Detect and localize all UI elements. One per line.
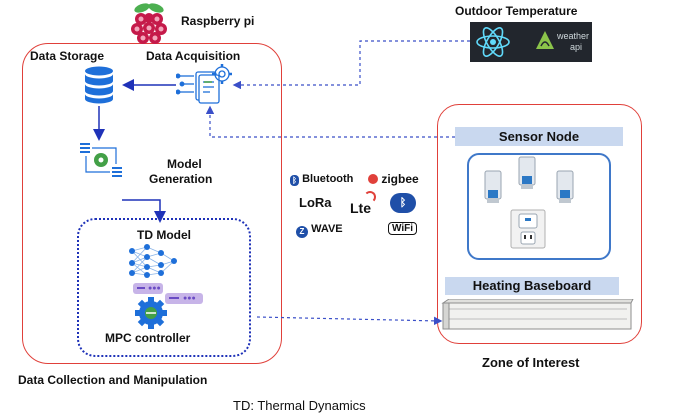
mpc-to-heating-dashed xyxy=(256,316,443,326)
zigbee-logo: zigbee xyxy=(368,172,419,186)
raspberry-pi-label: Raspberry pi xyxy=(181,14,255,28)
zone-of-interest-label: Zone of Interest xyxy=(482,355,580,370)
bluetooth-badge-icon: ᛒ xyxy=(290,175,299,186)
data-acquisition-icon xyxy=(176,64,232,104)
react-icon xyxy=(476,27,510,57)
neural-network-icon xyxy=(129,244,177,278)
model-label-line2: Generation xyxy=(149,172,213,186)
weather-to-acq-dashed xyxy=(232,40,470,90)
sensor-device-left xyxy=(484,170,502,203)
data-collection-label: Data Collection and Manipulation xyxy=(18,373,208,387)
bluetooth-logo: ᛒ Bluetooth xyxy=(290,173,353,186)
footnote-td-label: TD: Thermal Dynamics xyxy=(233,398,366,413)
mpc-gear-icon xyxy=(135,297,167,329)
zwave-icon: Z xyxy=(296,226,308,238)
database-icon xyxy=(85,66,113,104)
lora-logo: LoRa xyxy=(299,195,332,210)
model-to-td-arrow xyxy=(122,199,166,223)
dot-chip-2: ●●● xyxy=(165,293,203,304)
zwave-text: WAVE xyxy=(311,223,343,235)
sensor-node-label: Sensor Node xyxy=(455,127,623,146)
data-storage-label: Data Storage xyxy=(30,49,105,63)
zigbee-text: zigbee xyxy=(381,172,419,186)
bluetooth-round-icon: ᛒ xyxy=(390,193,416,213)
sensor-device-right xyxy=(556,170,574,203)
dot-chip-1-dots: ●●● xyxy=(148,285,161,292)
dot-chip-1-line xyxy=(137,287,145,289)
weather-logo-text: weather xyxy=(557,31,590,41)
weather-api-panel: weather api xyxy=(470,22,592,62)
outdoor-temperature-label: Outdoor Temperature xyxy=(455,4,578,18)
td-model-label: TD Model xyxy=(137,228,191,242)
mpc-controller-label: MPC controller xyxy=(105,331,191,345)
wifi-logo: WiFi xyxy=(388,222,418,235)
zigbee-icon xyxy=(368,174,378,184)
raspberry-pi-logo xyxy=(131,3,167,44)
baseboard-heater-icon xyxy=(441,299,634,330)
dot-chip-2-dots: ●●● xyxy=(183,295,196,302)
model-generation-icon xyxy=(80,143,122,177)
model-label-line1: Model xyxy=(167,157,202,171)
sensor-to-acq-dashed xyxy=(205,105,455,138)
zwave-logo: Z WAVE xyxy=(296,223,343,238)
dot-chip-2-line xyxy=(169,297,179,299)
data-acquisition-label: Data Acquisition xyxy=(146,49,241,63)
data-collection-frame xyxy=(22,43,282,364)
zone-of-interest-frame xyxy=(437,104,642,344)
heating-baseboard-label: Heating Baseboard xyxy=(445,277,619,295)
sensor-device-center xyxy=(518,156,536,189)
smart-plug-icon xyxy=(510,209,546,249)
dot-chip-1: ●●● xyxy=(133,283,163,294)
lte-logo: Lte xyxy=(350,200,371,216)
sensor-group-box xyxy=(467,153,611,260)
lte-signal-icon xyxy=(364,191,376,203)
wifi-text: WiFi xyxy=(392,223,414,234)
weather-leaf-icon xyxy=(536,31,554,49)
weather-logo-api: api xyxy=(570,42,583,52)
bluetooth-text: Bluetooth xyxy=(302,173,354,185)
